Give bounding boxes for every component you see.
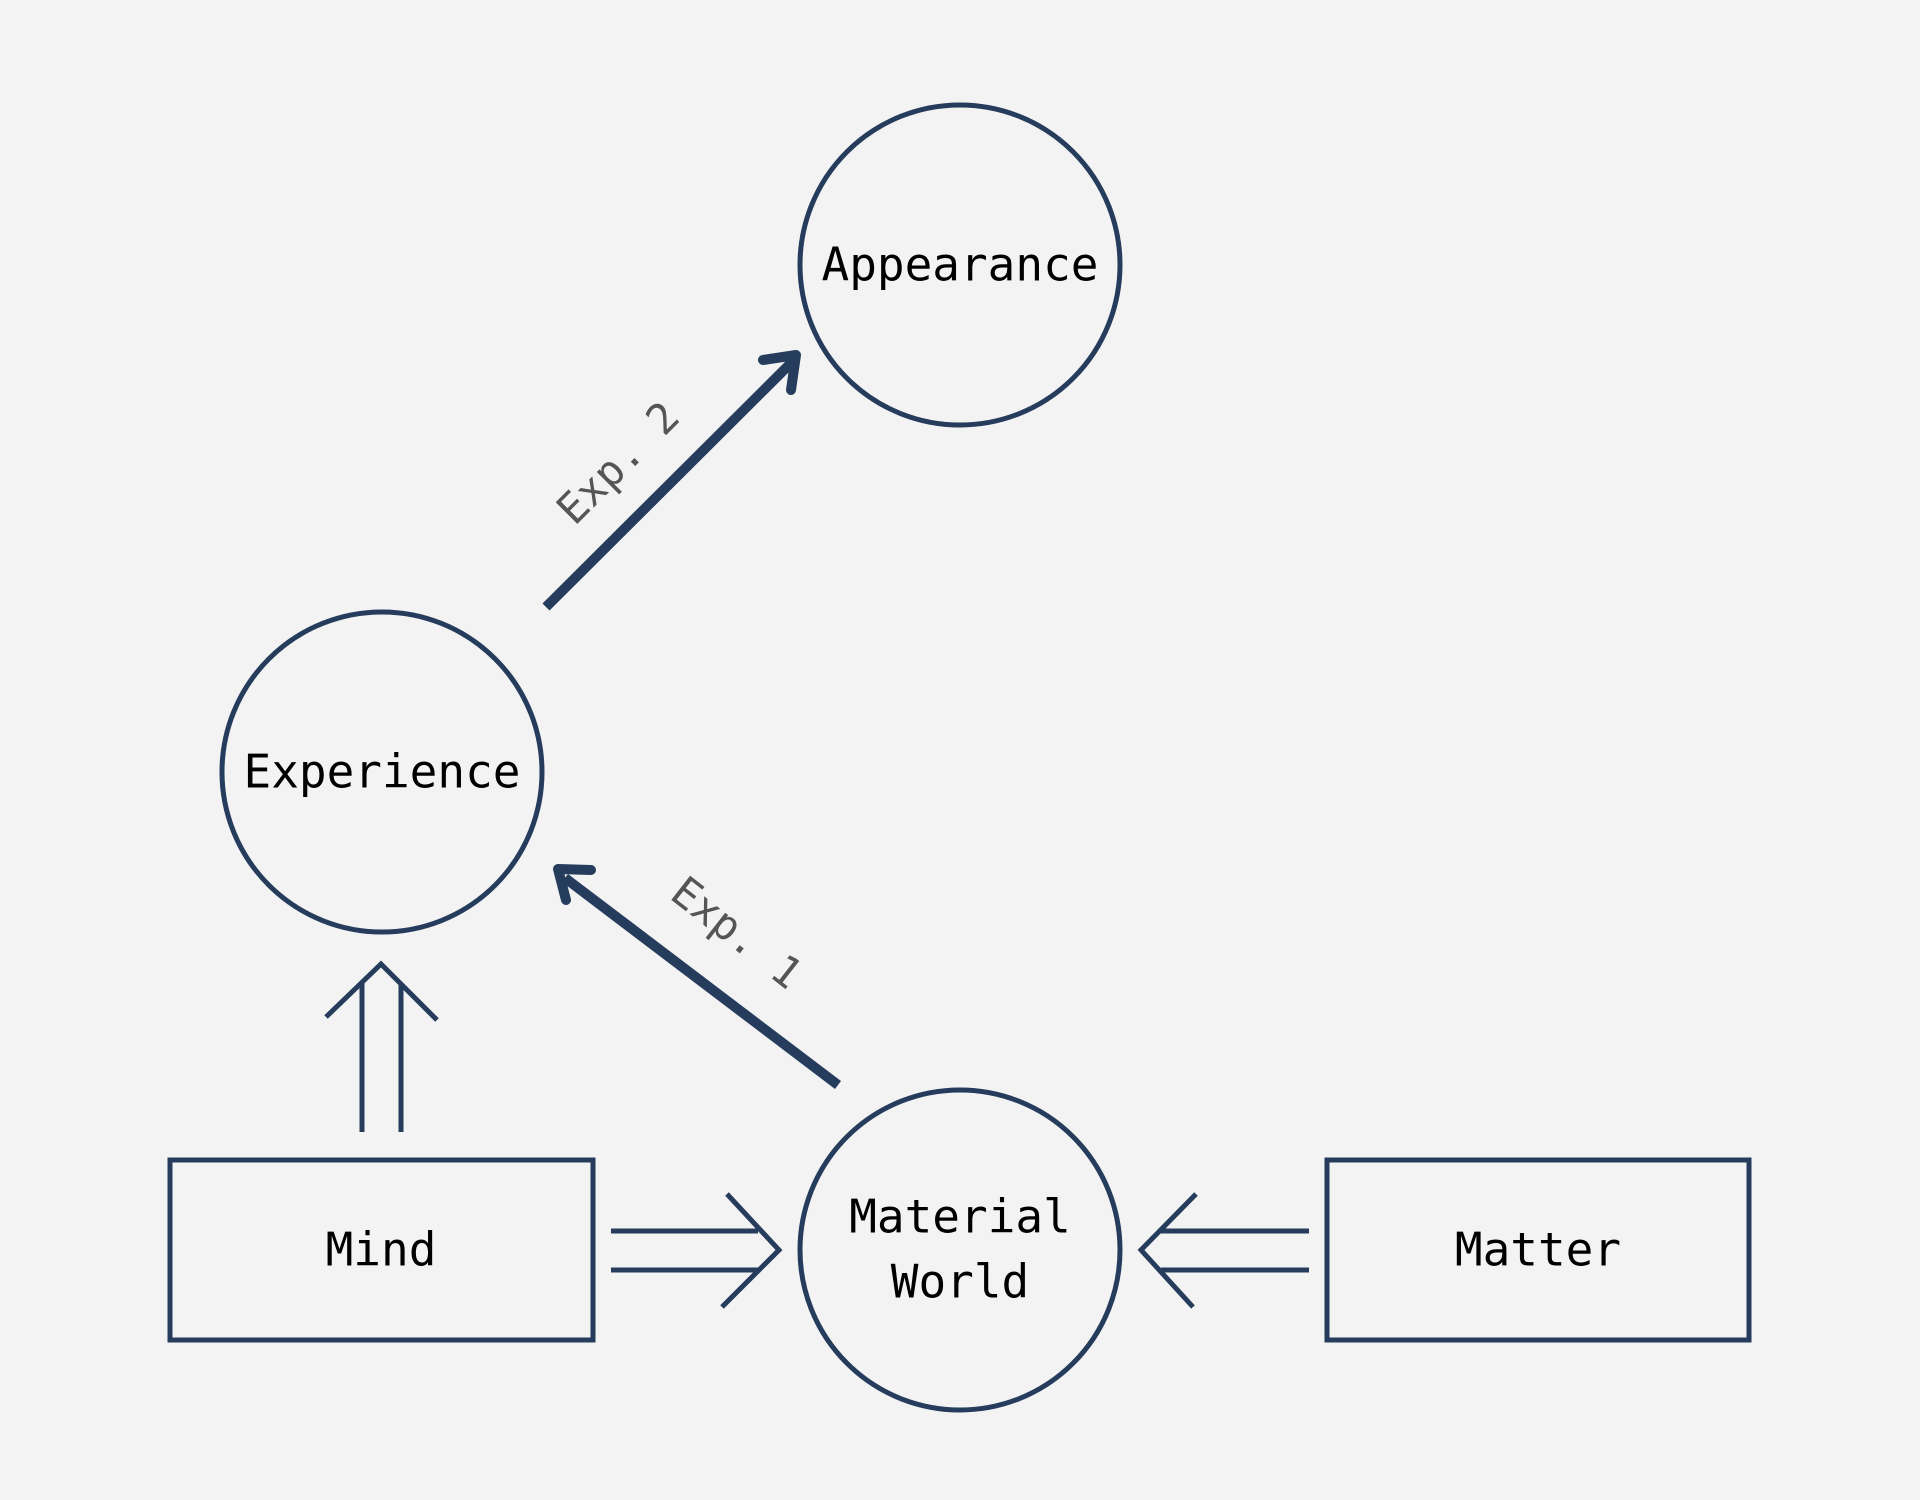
exp1-arrow-head bbox=[553, 864, 596, 905]
exp2-arrow-head bbox=[758, 350, 801, 395]
matter-world-arrow-head bbox=[1137, 1192, 1198, 1309]
mind-experience-arrow-head bbox=[324, 960, 439, 1022]
experience-label: Experience bbox=[244, 745, 521, 799]
edge-exp2-arrow: Exp. 2 bbox=[542, 350, 801, 611]
edge-exp1-arrow: Exp. 1 bbox=[553, 864, 842, 1089]
edge-matter-to-material-world bbox=[1137, 1192, 1309, 1309]
material-world-label-line1: Material bbox=[849, 1190, 1071, 1244]
matter-label: Matter bbox=[1455, 1223, 1621, 1277]
edge-mind-to-experience bbox=[324, 960, 439, 1132]
mind-world-arrow-head bbox=[720, 1192, 783, 1309]
material-world-circle bbox=[797, 1087, 1123, 1413]
appearance-circle bbox=[797, 102, 1123, 428]
exp1-arrow-shaft bbox=[561, 874, 842, 1089]
node-appearance: Appearance bbox=[797, 102, 1123, 428]
node-experience: Experience bbox=[219, 609, 545, 935]
node-material-world: Material World bbox=[797, 1087, 1123, 1413]
appearance-label: Appearance bbox=[822, 238, 1099, 292]
exp1-label: Exp. 1 bbox=[662, 867, 812, 999]
node-mind: Mind bbox=[167, 1157, 596, 1343]
exp2-label: Exp. 2 bbox=[547, 392, 689, 534]
mind-label: Mind bbox=[326, 1223, 437, 1277]
mind-box bbox=[167, 1157, 596, 1343]
material-world-label-line2: World bbox=[891, 1255, 1029, 1309]
matter-box bbox=[1324, 1157, 1752, 1343]
edge-mind-to-material-world bbox=[611, 1192, 783, 1309]
experience-circle bbox=[219, 609, 545, 935]
exp2-arrow-shaft bbox=[542, 357, 797, 611]
node-matter: Matter bbox=[1324, 1157, 1752, 1343]
